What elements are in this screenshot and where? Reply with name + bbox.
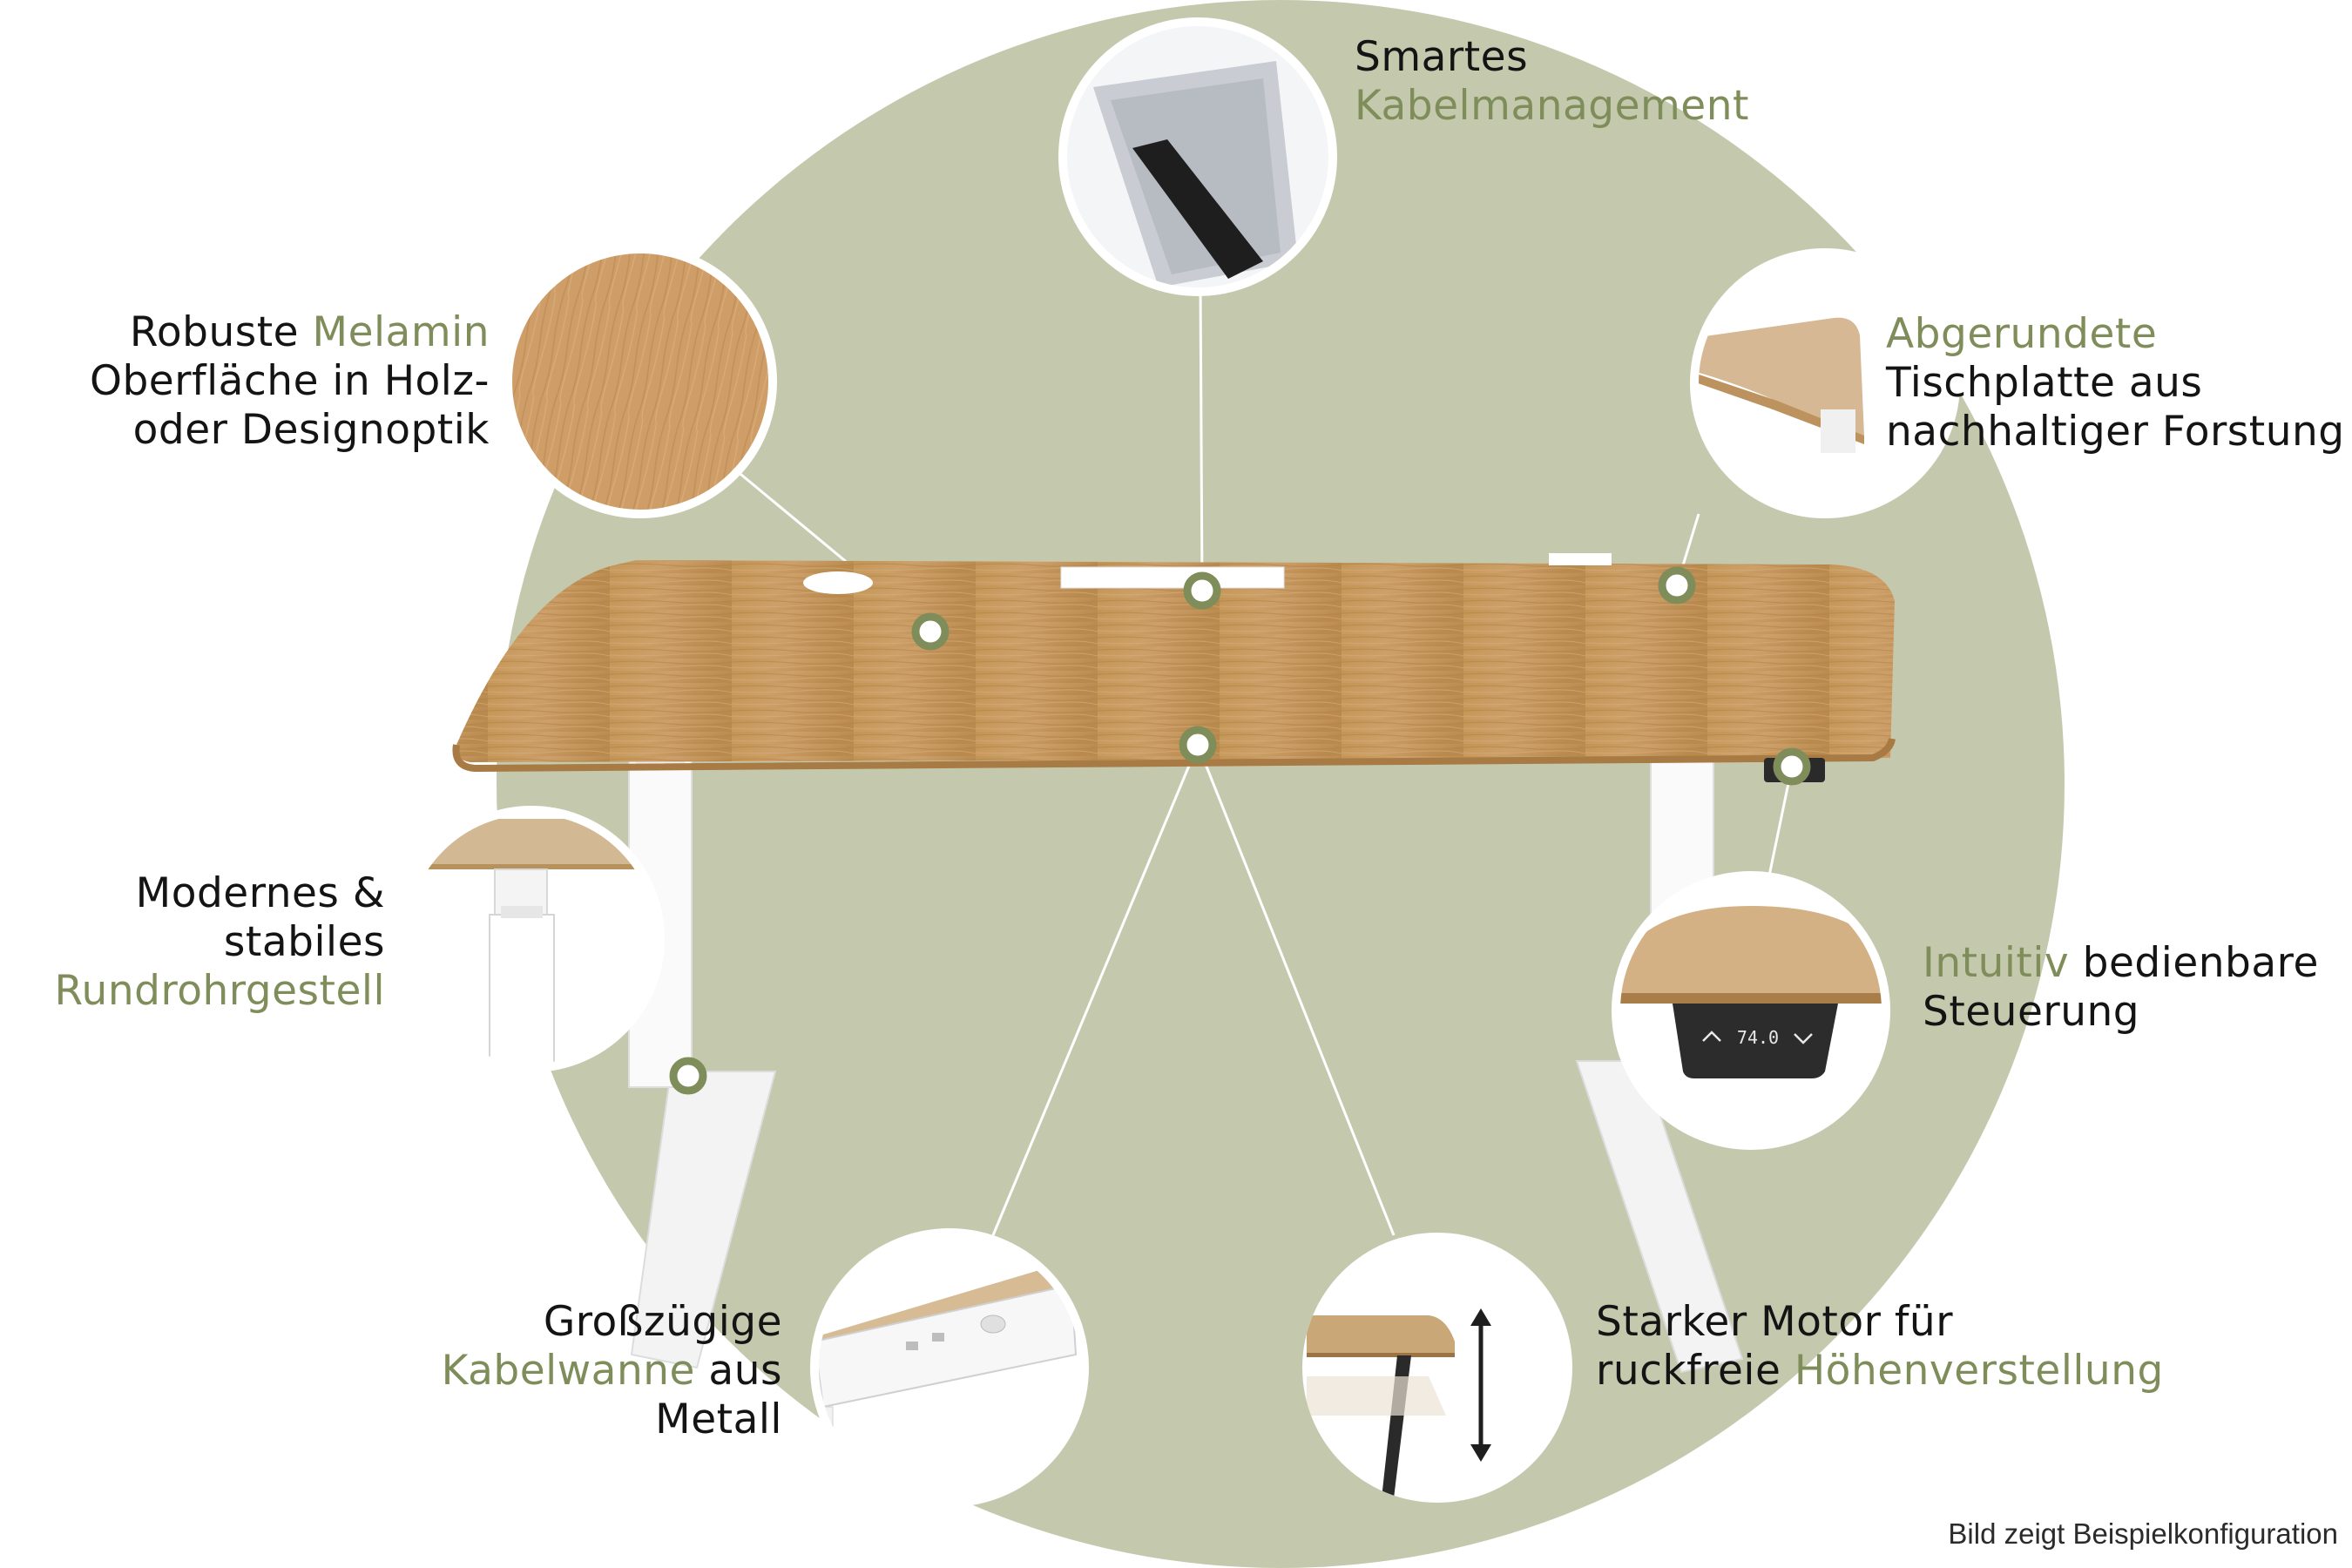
motor-detail-image xyxy=(1302,1233,1572,1503)
cable-management-line1: Smartes xyxy=(1355,33,1529,81)
melamine-line2: Oberfläche in Holz- xyxy=(89,357,490,405)
cable-management-label: Smartes Kabelmanagement xyxy=(1355,33,1749,131)
control-line1-b: bedienbare xyxy=(2069,939,2319,987)
control-detail-image: 74.0 xyxy=(1612,871,1890,1150)
hotspot-markers[interactable] xyxy=(669,566,1811,1095)
frame-detail-image xyxy=(398,806,665,1072)
frame-label: Modernes & stabiles Rundrohrgestell xyxy=(55,869,385,1016)
melamine-line1-b: Melamin xyxy=(312,308,490,356)
frame-line2: stabiles xyxy=(223,918,385,966)
frame-line3: Rundrohrgestell xyxy=(54,967,385,1015)
control-line2: Steuerung xyxy=(1923,988,2140,1036)
melamine-detail-image xyxy=(504,245,777,518)
cable-tray-line2-a: Kabelwanne xyxy=(441,1347,695,1395)
motor-line2-a: ruckfreie xyxy=(1596,1347,1794,1395)
cable-tray-label: Großzügige Kabelwanne aus Metall xyxy=(442,1298,782,1444)
control-display-readout: 74.0 xyxy=(1737,1027,1779,1048)
control-label: Intuitiv bedienbare Steuerung xyxy=(1923,939,2319,1037)
cable-tray-detail-image xyxy=(810,1228,1089,1507)
rounded-top-line3: nachhaltiger Forstung xyxy=(1886,408,2345,456)
rounded-top-detail-image xyxy=(1690,248,1960,518)
control-line1-a: Intuitiv xyxy=(1923,939,2070,987)
cable-tray-line3: Metall xyxy=(655,1396,782,1443)
frame-line1: Modernes & xyxy=(135,869,385,917)
rounded-top-line1: Abgerundete xyxy=(1886,310,2158,358)
cable-tray-line1: Großzügige xyxy=(543,1298,782,1346)
image-caption: Bild zeigt Beispielkonfiguration xyxy=(1948,1517,2338,1550)
melamine-line1-a: Robuste xyxy=(129,308,313,356)
melamine-line3: oder Designoptik xyxy=(132,406,490,454)
motor-line2-b: Höhenverstellung xyxy=(1794,1347,2164,1395)
cable-management-detail-image xyxy=(1058,17,1337,296)
cable-management-line2: Kabelmanagement xyxy=(1355,82,1749,130)
motor-label: Starker Motor für ruckfreie Höhenverstel… xyxy=(1596,1298,2164,1396)
desk-top xyxy=(452,553,1896,782)
cable-tray-line2-b: aus xyxy=(694,1347,782,1395)
motor-line1: Starker Motor für xyxy=(1596,1298,1954,1346)
rounded-top-label: Abgerundete Tischplatte aus nachhaltiger… xyxy=(1886,310,2345,456)
rounded-top-line2: Tischplatte aus xyxy=(1886,359,2203,407)
melamine-label: Robuste Melamin Oberfläche in Holz- oder… xyxy=(90,308,490,455)
